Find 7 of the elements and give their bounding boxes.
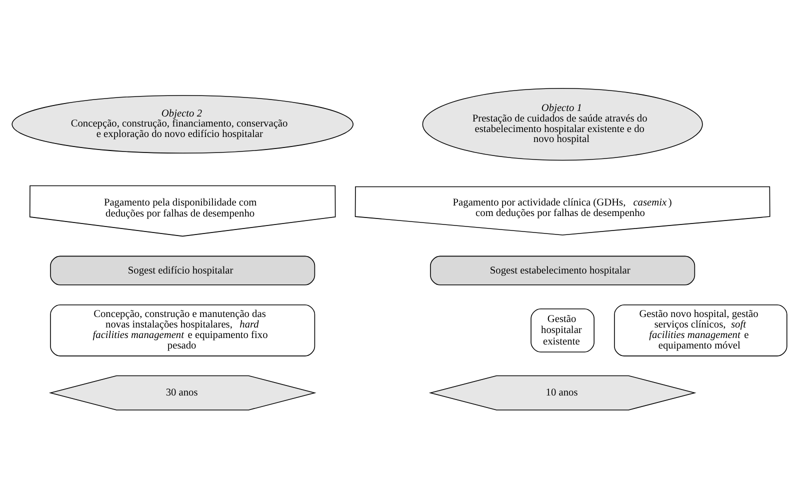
node-box: Sogest edifício hospitalar <box>50 256 316 286</box>
node-box: Gestão hospitalar existente <box>530 308 594 352</box>
node-ellipse: Objecto 2 Concepção, construção, financiamento, conservação e exploração do novo edifício hospitalar <box>12 95 354 154</box>
node-box: Gestão novo hospital, gestão serviços clínicos, soft facilities management e equipamento móvel <box>614 304 788 356</box>
node-box: Sogest estabelecimento hospitalar <box>430 256 696 286</box>
node-box: Concepção, construção e manutenção das novas instalações hospitalares, hard facilities management e equipamento fixo pesado <box>50 304 316 356</box>
node-ellipse: Objecto 1 Prestação de cuidados de saúde através do estabelecimento hospitalar existente e do novo hospital <box>422 88 703 161</box>
